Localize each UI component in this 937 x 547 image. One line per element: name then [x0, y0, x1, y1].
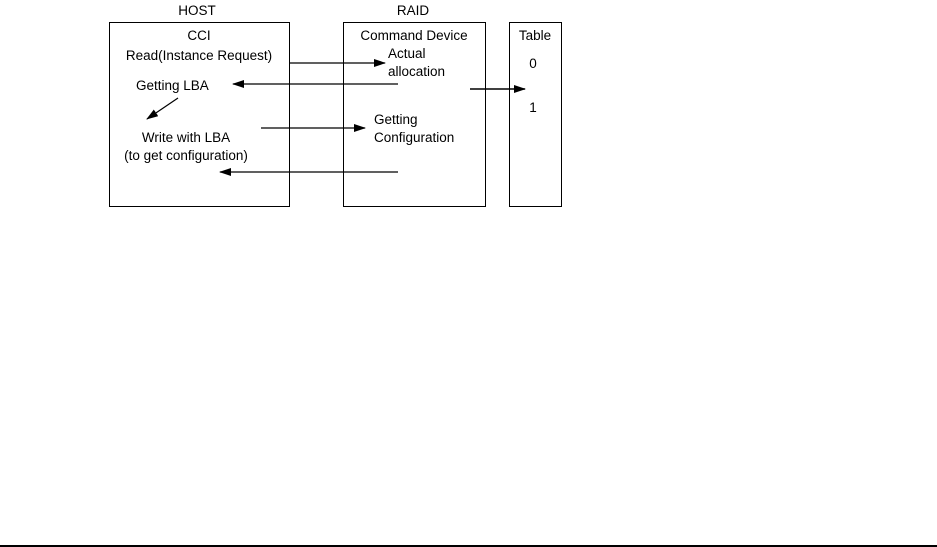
actual-label: Actual	[388, 46, 426, 61]
host-box	[109, 22, 290, 207]
getting-lba-label: Getting LBA	[136, 78, 209, 93]
getting-label: Getting	[374, 112, 418, 127]
table-entry-0: 0	[529, 56, 537, 71]
bottom-rule	[0, 545, 937, 547]
read-instance-request-label: Read(Instance Request)	[126, 48, 272, 63]
to-get-configuration-label: (to get configuration)	[124, 148, 248, 163]
configuration-label: Configuration	[374, 130, 454, 145]
table-title: Table	[519, 28, 551, 43]
table-entry-1: 1	[529, 100, 537, 115]
allocation-label: allocation	[388, 64, 445, 79]
raid-heading: RAID	[397, 3, 430, 18]
lba-to-write-arrow	[146, 97, 179, 120]
command-device-title: Command Device	[360, 28, 467, 43]
cci-title: CCI	[187, 28, 210, 43]
command-device-box	[343, 22, 486, 207]
host-heading: HOST	[178, 3, 216, 18]
write-with-lba-label: Write with LBA	[142, 130, 230, 145]
table-box	[509, 22, 562, 207]
